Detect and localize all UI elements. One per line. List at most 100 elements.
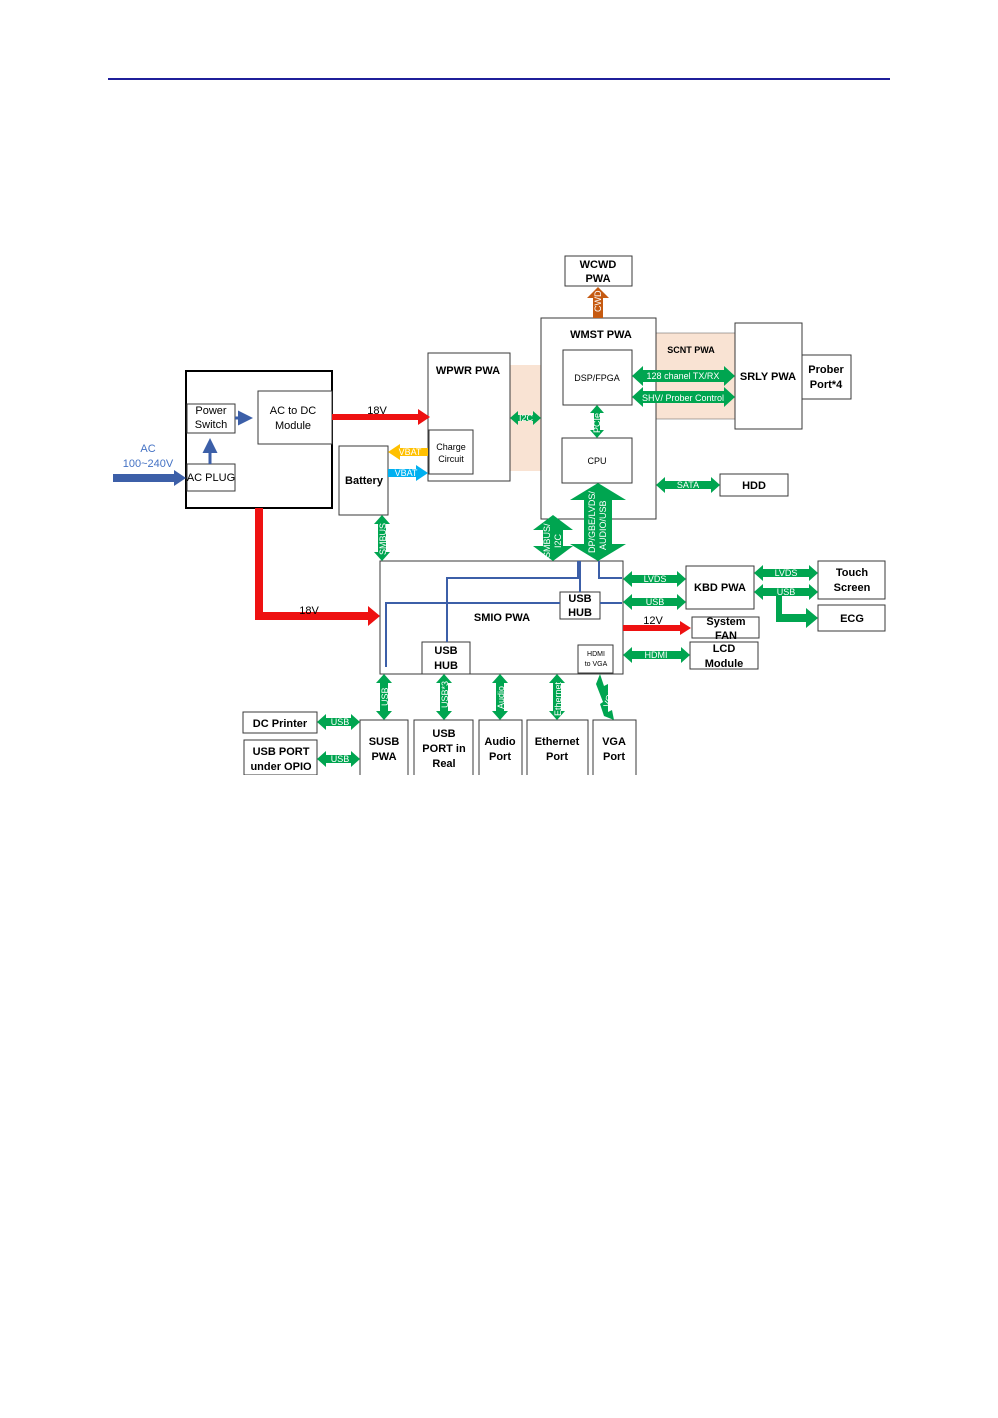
cwd-bus-label: CWD: [593, 290, 603, 312]
ethernet-port-arrow: [549, 674, 565, 720]
smbus-i2c-arrow: [533, 515, 573, 561]
smio-internal-wiring: [385, 561, 622, 667]
battery-box: [338, 445, 389, 516]
hdmi-lcd-label: HDMI: [645, 650, 668, 660]
fan-box: [691, 616, 760, 639]
wpwr-label: WPWR PWA: [436, 365, 500, 377]
usb-port-opio-box: [243, 739, 318, 776]
dp-bus-label: DP/GBE/LVDS/AUDIO/USB: [587, 491, 608, 553]
ethernet-down-label: Ethernet: [553, 681, 563, 716]
bottom-crop-mask: [230, 775, 650, 787]
lvds-kbd-label: LVDS: [644, 574, 667, 584]
usb-down-label: USB: [380, 687, 390, 706]
lvds-touch-label: LVDS: [775, 568, 798, 578]
usb-touch-arrow: [754, 584, 818, 600]
hdd-label: HDD: [742, 480, 766, 492]
usb-printer-arrow: [317, 714, 360, 730]
ac-dc-box: [257, 390, 333, 445]
shv-bus-arrow: [632, 387, 735, 407]
charge-box: [428, 429, 474, 475]
usb-port-real-box: [413, 719, 474, 781]
usb-kbd-label: USB: [646, 597, 665, 607]
dc-printer-box: [242, 711, 318, 734]
battery-label: Battery: [345, 475, 384, 487]
cpu-box: [561, 437, 633, 484]
ac-input-arrow: [113, 470, 186, 486]
power-18v-wpwr-arrow: [332, 409, 430, 425]
prober-box: [801, 354, 852, 400]
hdmi-vga-box: [577, 644, 614, 674]
usb-susb-arrow: [376, 674, 392, 720]
ecg-box: [817, 604, 886, 632]
chanel-bus-arrow: [632, 366, 735, 386]
dc-printer-label: DC Printer: [253, 718, 308, 730]
v18-top-label: 18V: [367, 405, 387, 417]
sata-bus-arrow: [656, 477, 720, 493]
cwd-arrow: [587, 287, 609, 318]
green-buses: [317, 366, 818, 767]
vga-port-arrow: [596, 674, 614, 720]
cpu-label: CPU: [587, 456, 606, 466]
scnt-label: SCNT PWA: [667, 345, 715, 355]
audio-port-box: [478, 719, 523, 781]
i2c-bus-arrow: [510, 411, 541, 425]
lvds-touch-arrow: [754, 565, 818, 581]
i2c-label: I2C: [519, 413, 534, 423]
ac-plug-label: AC PLUG: [187, 472, 235, 484]
hdmi-lcd-arrow: [623, 647, 690, 663]
usb-hub-bottom-box: [421, 641, 471, 675]
usb-ecg-arrow: [776, 596, 818, 628]
wcwd-box: [564, 255, 633, 287]
dsp-label: DSP/FPGA: [574, 373, 620, 383]
lvds-kbd-arrow: [623, 571, 686, 587]
smbus-battery-arrow: [374, 515, 390, 561]
usb-printer-label: USB: [331, 717, 350, 727]
v18-bottom-label: 18V: [299, 605, 319, 617]
audio-down-label: Audio: [496, 686, 506, 709]
kbd-box: [685, 565, 755, 610]
smbus-battery-label: SMBUS: [378, 523, 388, 555]
usb-touch-label: USB: [777, 587, 796, 597]
v12-label: 12V: [643, 615, 663, 627]
vga-port-box: [592, 719, 637, 781]
usb3-real-arrow: [436, 674, 452, 720]
power-12v-fan-arrow: [623, 621, 691, 635]
dp-bus-arrow: [570, 483, 626, 561]
usb-opio-label: USB: [331, 754, 350, 764]
touch-box: [817, 560, 886, 600]
susb-box: [359, 719, 409, 781]
smbus-i2c-label: SMBUS/I2C: [542, 523, 563, 558]
pcie-label: PCIe: [592, 413, 602, 433]
wmst-label: WMST PWA: [570, 329, 632, 341]
smio-label: SMIO PWA: [474, 612, 530, 624]
srly-label: SRLY PWA: [740, 371, 796, 383]
usb3-down-label: USB*3: [440, 681, 450, 708]
kbd-label: KBD PWA: [694, 582, 746, 594]
usb-kbd-arrow: [623, 594, 686, 610]
pcie-bus-arrow: [590, 405, 604, 438]
chanel-label: 128 chanel TX/RX: [647, 371, 720, 381]
ecg-label: ECG: [840, 613, 864, 625]
vbat1-label: VBAT: [399, 447, 422, 457]
vbat-yellow-arrow: [388, 444, 428, 460]
lcd-box: [689, 641, 759, 670]
vbat2-label: VBAT: [395, 468, 418, 478]
usb-opio-arrow: [317, 751, 360, 767]
vbat-cyan-arrow: [388, 465, 428, 481]
ethernet-port-box: [526, 719, 589, 781]
